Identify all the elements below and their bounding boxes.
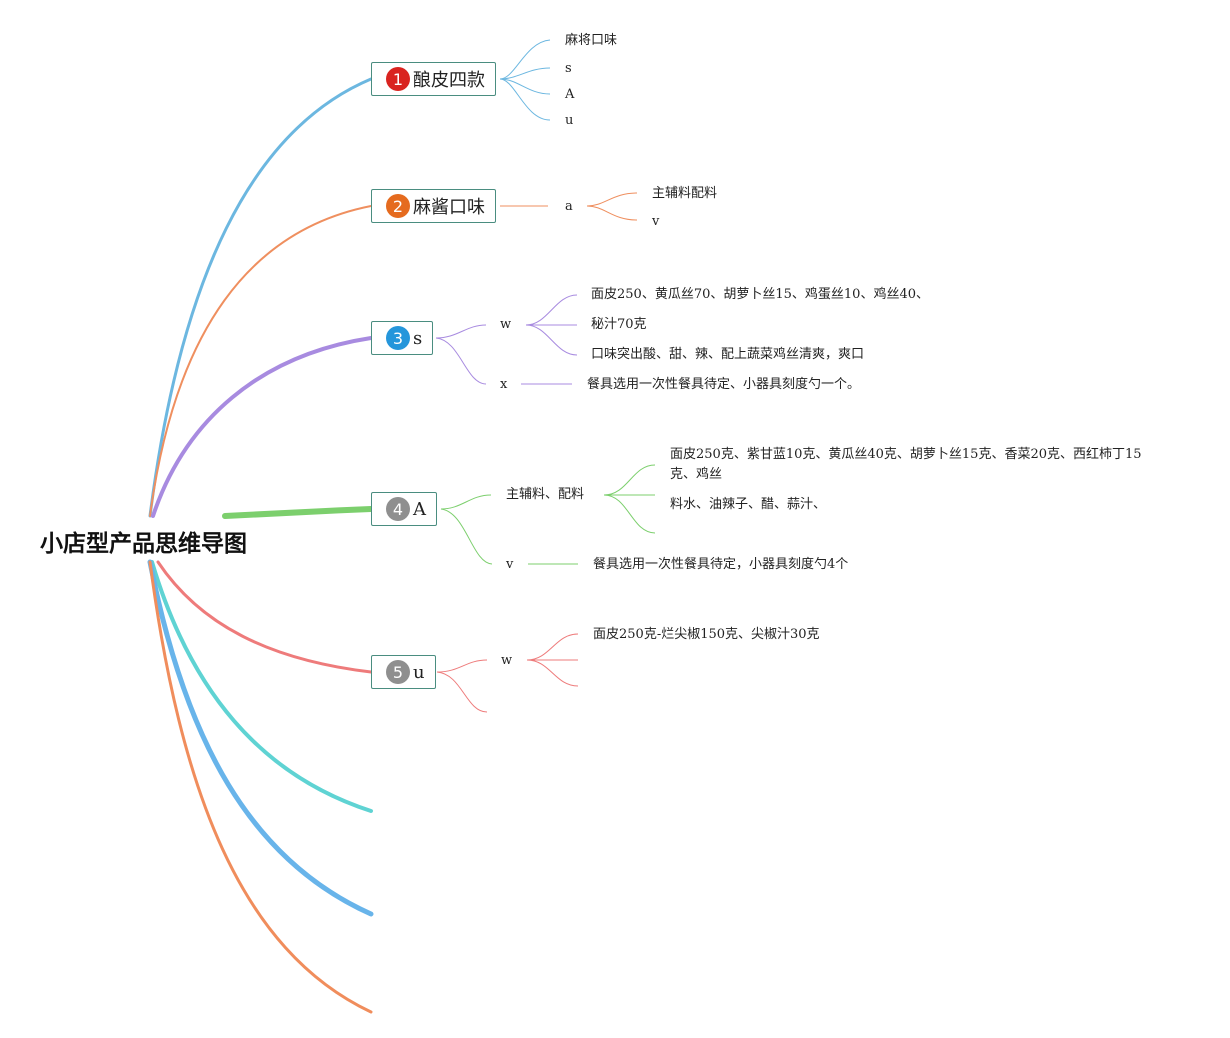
number-badge-5: 5 — [386, 660, 410, 684]
number-badge-1: 1 — [386, 67, 410, 91]
topic-3-w-child-1[interactable]: 面皮250、黄瓜丝70、胡萝卜丝15、鸡蛋丝10、鸡丝40、 — [591, 287, 929, 302]
topic-5-w-child-1[interactable]: 面皮250克-烂尖椒150克、尖椒汁30克 — [593, 627, 820, 642]
topic-4-sub-main[interactable]: 主辅料、配料 — [506, 487, 585, 502]
number-badge-2: 2 — [386, 194, 410, 218]
branch-8-main — [148, 560, 373, 1014]
topic-3-sub-x[interactable]: x — [500, 377, 508, 392]
topic-1-child-1[interactable]: 麻将口味 — [565, 33, 618, 48]
topic-2-sub-a[interactable]: a — [565, 199, 573, 214]
topic-2-sub-child-2[interactable]: v — [652, 214, 660, 229]
topic-1-label: 酿皮四款 — [413, 70, 485, 91]
topic-1[interactable]: 1 酿皮四款 — [371, 62, 496, 96]
topic-5-label: u — [413, 661, 425, 683]
branch-2-main — [149, 205, 372, 517]
topic-4-main-child-1[interactable]: 面皮250克、紫甘蓝10克、黄瓜丝40克、胡萝卜丝15克、香菜20克、西红柿丁1… — [670, 447, 1142, 482]
topic-2[interactable]: 2 麻酱口味 — [371, 189, 496, 223]
topic-3-w-child-3[interactable]: 口味突出酸、甜、辣、配上蔬菜鸡丝清爽，爽口 — [591, 347, 865, 362]
topic-5-sub-w[interactable]: w — [501, 653, 513, 668]
topic-1-child-4[interactable]: u — [565, 113, 574, 128]
topic-4-sub-v[interactable]: v — [506, 557, 514, 572]
topic-3[interactable]: 3 s — [371, 321, 434, 355]
topic-5[interactable]: 5 u — [371, 655, 436, 689]
topic-3-w-child-2[interactable]: 秘汁70克 — [591, 317, 647, 332]
topic-1-child-2[interactable]: s — [565, 61, 572, 76]
topic-2-sub-child-1[interactable]: 主辅料配料 — [652, 186, 718, 201]
topic-4[interactable]: 4 A — [371, 492, 437, 526]
topic-4-label: A — [413, 498, 426, 520]
branch-4-main — [222, 506, 374, 519]
branch-1-main — [148, 77, 373, 518]
central-topic[interactable]: 小店型产品思维导图 — [40, 531, 247, 557]
topic-3-x-child[interactable]: 餐具选用一次性餐具待定、小器具刻度勺一个。 — [587, 377, 861, 392]
branch-5-main — [156, 560, 373, 674]
topic-3-label: s — [413, 327, 423, 349]
number-badge-3: 3 — [386, 326, 410, 350]
topic-1-child-3[interactable]: A — [565, 87, 575, 102]
number-badge-4: 4 — [386, 497, 410, 521]
branch-7-main — [147, 559, 374, 917]
topic-4-main-child-2[interactable]: 料水、油辣子、醋、蒜汁、 — [670, 497, 827, 512]
topic-3-sub-w[interactable]: w — [500, 317, 512, 332]
topic-4-v-child[interactable]: 餐具选用一次性餐具待定，小器具刻度勺4个 — [593, 557, 849, 572]
branch-6-main — [150, 560, 373, 813]
branch-3-main — [151, 336, 373, 518]
topic-2-label: 麻酱口味 — [413, 197, 485, 218]
